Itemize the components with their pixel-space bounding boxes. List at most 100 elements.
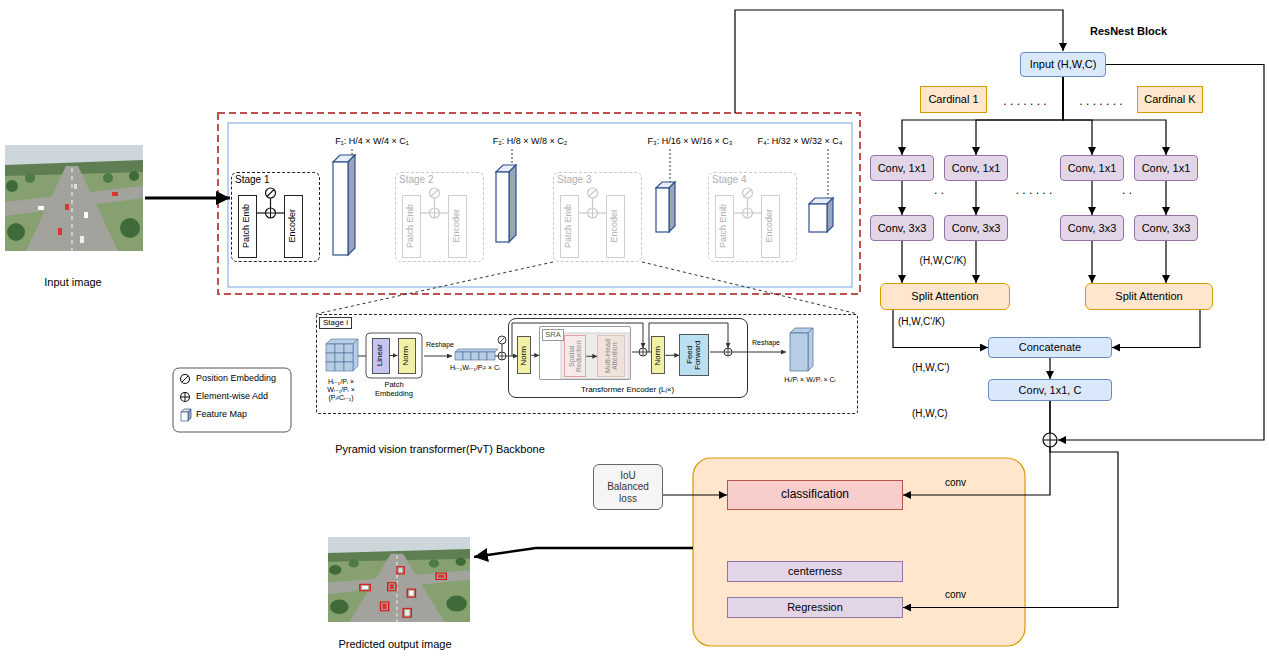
node-text: Conv, 1x1 — [1068, 162, 1117, 175]
process-box: Input (H,W,C) — [1020, 52, 1106, 77]
stage-box: Stage 1 Patch Emb Encoder — [231, 172, 320, 262]
node-text: Spatial Reduction — [568, 337, 583, 375]
conv-box: Conv, 1x1 — [870, 155, 934, 181]
input-photo — [5, 145, 143, 251]
head-panel — [693, 458, 1025, 646]
input-arrow — [145, 198, 230, 199]
node-text: Patch Emb — [406, 204, 415, 248]
node-text: Split Attention — [911, 290, 978, 303]
node-heading: Stage 1 — [235, 174, 269, 186]
conv-box: Conv, 1x1 — [944, 155, 1008, 181]
label-text: Pyramid vision transformer(PvT) Backbone — [300, 443, 580, 456]
resnest-links — [735, 10, 1264, 440]
label-text: . . . . . . . — [993, 95, 1057, 109]
node-heading: Transformer Encoder (Lᵢ×) — [509, 385, 747, 394]
module-box: Encoder — [448, 195, 467, 258]
label-text: . . — [931, 184, 947, 198]
node-text: Encoder — [288, 209, 297, 243]
node-heading: Stage 4 — [712, 174, 746, 186]
stage-detail-art — [326, 323, 813, 379]
feature-maps — [333, 155, 833, 255]
norm-box: Norm — [517, 336, 531, 374]
legend-text: Feature Map — [196, 409, 247, 419]
module-box: Encoder — [761, 195, 780, 258]
legend-text: Element-wise Add — [196, 391, 268, 401]
node-text: Linear — [376, 344, 384, 366]
node-text: Conv, 1x1 — [952, 162, 1001, 175]
connector-arrow — [1091, 181, 1092, 215]
node-text: Encoder — [765, 209, 774, 243]
node-text: Conv, 1x1 — [1142, 162, 1191, 175]
loss-box: IoU Balanced loss — [593, 464, 663, 510]
head-box: classification — [727, 480, 903, 510]
label-text: F₄: H/32 × W/32 × C₄ — [752, 136, 848, 146]
connector-arrow — [975, 181, 976, 215]
conv-box: Conv, 3x3 — [944, 215, 1008, 241]
node-text: Conv, 1x1 — [878, 162, 927, 175]
node-text: Conv, 3x3 — [1068, 222, 1117, 235]
output-arrow — [474, 548, 693, 557]
leader-lines — [352, 149, 828, 198]
legend-text: Position Embedding — [196, 373, 276, 383]
node-heading: SRA — [542, 329, 563, 340]
label-text: conv — [945, 477, 985, 489]
label-text: F₃: H/16 × W/16 × C₃ — [637, 136, 743, 146]
module-box: Patch Emb — [715, 195, 734, 258]
conv-box: Conv, 1x1 — [1060, 155, 1124, 181]
connector-arrow — [901, 181, 902, 215]
output-photo — [328, 537, 470, 622]
label-text: (H,W,C'/K) — [898, 316, 962, 328]
connector-arrow — [586, 356, 597, 357]
connector-arrow — [903, 401, 1118, 608]
norm-box: Norm — [398, 338, 416, 374]
label-text: Reshape — [424, 341, 456, 349]
add-symbol — [1043, 433, 1057, 447]
norm-box: Norm — [651, 336, 665, 374]
stage-box: Stage 3Patch EmbEncoder — [553, 172, 642, 262]
node-text: classification — [781, 488, 849, 502]
node-text: Cardinal K — [1144, 93, 1195, 106]
connector-arrow — [1165, 241, 1166, 283]
node-text: centerness — [788, 565, 842, 578]
node-text: Norm — [402, 346, 410, 366]
connector-arrow — [531, 355, 539, 356]
label-text: . . . . . . — [1010, 184, 1058, 198]
label-text: (H,W,C'/K) — [912, 255, 974, 267]
label-text: conv — [945, 589, 985, 601]
label-text: . . — [1119, 184, 1135, 198]
head-box: centerness — [727, 561, 903, 582]
connector-arrow — [902, 77, 1063, 155]
feed-forward-box: Feed Forward — [679, 334, 709, 376]
cardinal-box: Cardinal 1 — [920, 86, 987, 113]
module-box: Encoder — [606, 195, 625, 258]
node-text: Encoder — [452, 209, 461, 243]
node-text: Patch Emb — [719, 204, 728, 248]
node-text: Norm — [520, 346, 528, 366]
label-text: ResNest Block — [1090, 25, 1190, 38]
head-box: Regression — [727, 597, 903, 618]
node-text: Conv, 3x3 — [878, 222, 927, 235]
module-box: Encoder — [284, 195, 303, 258]
label-text: Input image — [28, 276, 118, 289]
zoom-lines — [316, 262, 858, 314]
connector-arrow — [1091, 241, 1092, 283]
connector-arrow — [1063, 77, 1092, 155]
label-text: Patch Embedding — [366, 381, 422, 398]
stage-detail-box: Stage iLinearNormTransformer Encoder (Lᵢ… — [316, 314, 858, 414]
connector-arrow — [665, 355, 679, 356]
node-text: Patch Emb — [564, 204, 573, 248]
node-text: Concatenate — [1019, 341, 1081, 354]
label-text: . . . . . . . — [1069, 95, 1133, 109]
label-text: Hᵢ₋₁Wᵢ₋₁/Pᵢ² × Cᵢ — [446, 364, 504, 372]
label-text: Hᵢ₋₁/Pᵢ × Wᵢ₋₁/Pᵢ × (Pᵢ²Cᵢ₋₁) — [318, 378, 364, 402]
conv-box: Conv, 3x3 — [870, 215, 934, 241]
backbone-frame — [218, 113, 860, 294]
node-text: Patch Emb — [242, 204, 251, 248]
connector-arrow — [1165, 181, 1166, 215]
connector-arrow — [976, 77, 1063, 155]
node-text: Multi-Head Attention — [604, 337, 619, 375]
module-box: Patch Emb — [560, 195, 579, 258]
